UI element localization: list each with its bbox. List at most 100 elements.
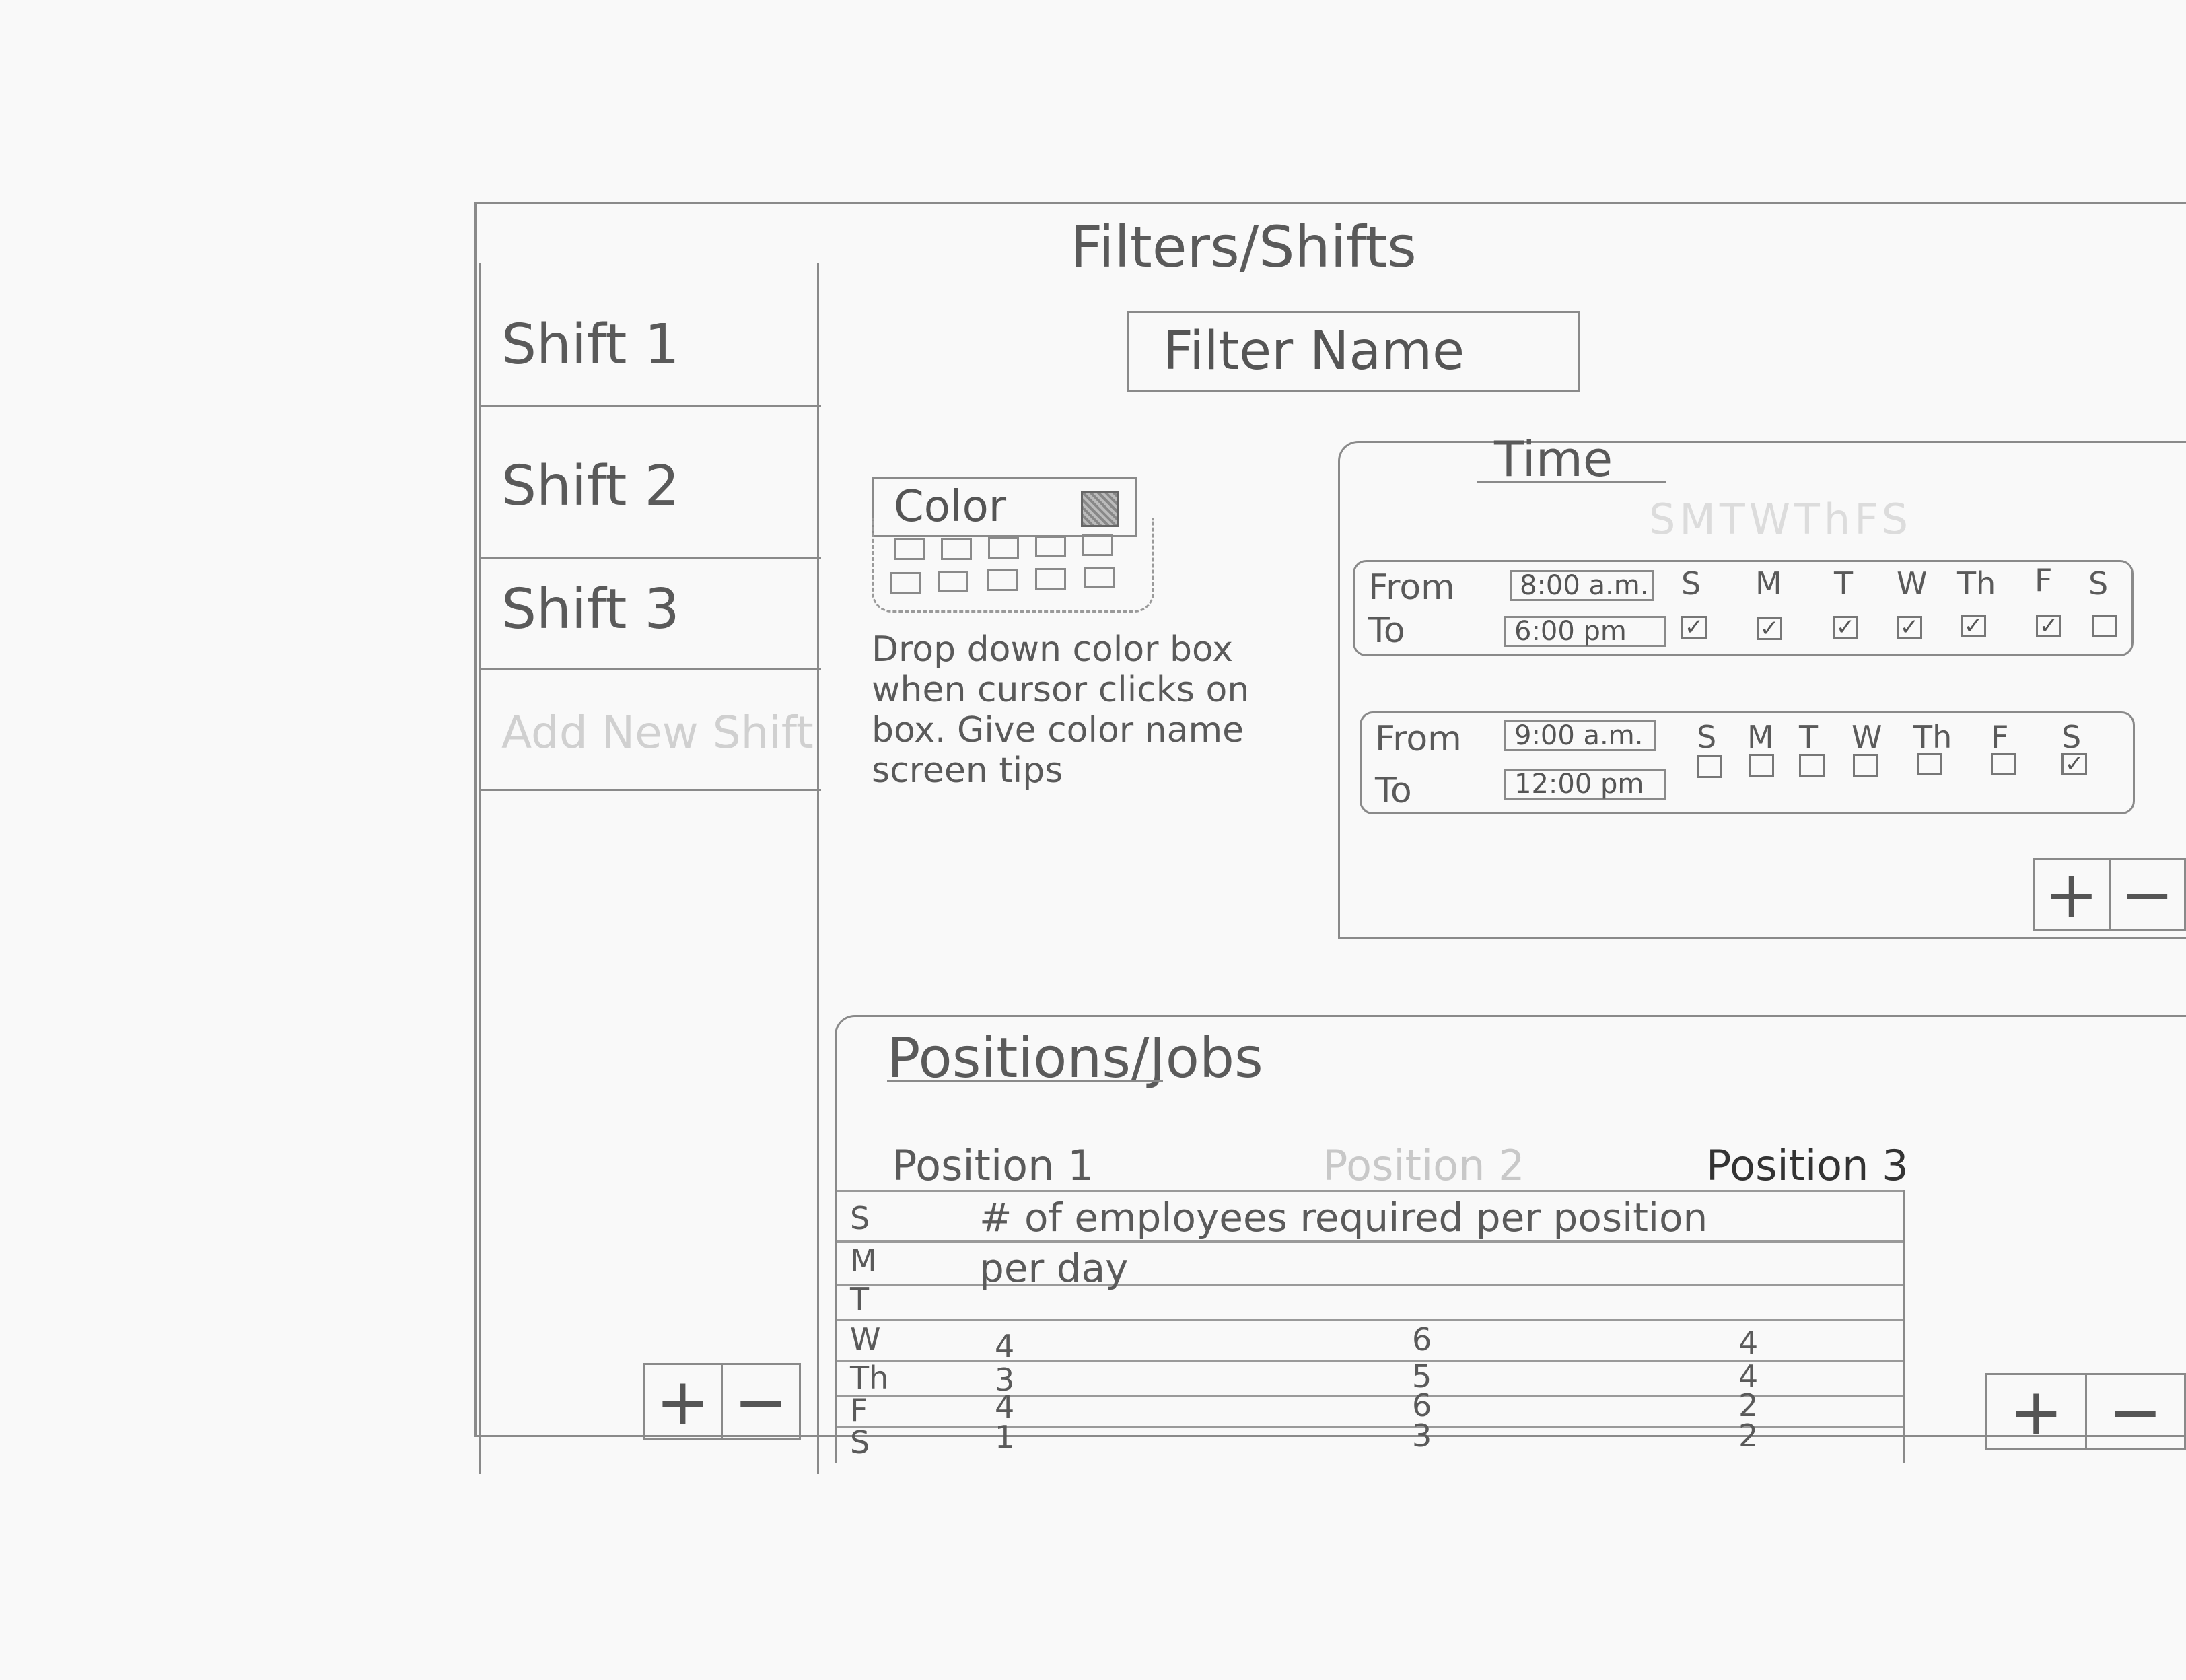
employee-count-cell[interactable]: 3: [995, 1362, 1015, 1398]
day-checkbox-friday[interactable]: [1991, 753, 2016, 775]
position-column-2[interactable]: Position 2: [1323, 1141, 1525, 1190]
row-divider: [837, 1190, 1903, 1192]
shift-item-3[interactable]: Shift 3: [481, 559, 821, 670]
position-column-1[interactable]: Position 1: [892, 1141, 1094, 1190]
time-range-add-remove-controls: + −: [2033, 857, 2186, 932]
color-swatch[interactable]: [1082, 534, 1113, 556]
day-label: W: [1897, 565, 1928, 602]
day-label: S: [2088, 565, 2109, 602]
day-label: S: [1681, 565, 1701, 602]
day-checkbox-sunday[interactable]: [1697, 755, 1722, 778]
employee-count-cell[interactable]: 3: [1412, 1418, 1432, 1454]
time-range-2: From To 9:00 a.m. 12:00 pm S M T W Th F …: [1360, 711, 2135, 814]
day-checkbox-tuesday[interactable]: ✓: [1833, 616, 1858, 639]
employee-count-cell[interactable]: 4: [995, 1389, 1015, 1425]
day-checkbox-thursday[interactable]: [1917, 753, 1942, 775]
shift-item-2[interactable]: Shift 2: [481, 407, 821, 559]
title-underline: [1477, 481, 1666, 483]
to-label: To: [1368, 610, 1405, 651]
title-underline: [887, 1080, 1163, 1082]
employee-count-cell[interactable]: 6: [1412, 1321, 1432, 1358]
to-time-input[interactable]: 12:00 pm: [1504, 769, 1666, 800]
shift-item-label: Shift 2: [501, 454, 680, 518]
employee-count-cell[interactable]: 2: [1738, 1387, 1759, 1424]
day-label: Th: [1913, 719, 1952, 755]
add-shift-button[interactable]: +: [656, 1364, 710, 1440]
row-divider: [837, 1284, 1903, 1286]
add-new-shift-label: Add New Shift: [501, 707, 814, 759]
color-annotation-note: Drop down color box when cursor clicks o…: [872, 629, 1250, 791]
from-time-value: 8:00 a.m.: [1520, 570, 1649, 601]
row-divider: [837, 1240, 1903, 1242]
from-time-input[interactable]: 8:00 a.m.: [1510, 570, 1654, 601]
day-checkbox-monday[interactable]: ✓: [1757, 617, 1782, 640]
color-swatch[interactable]: [941, 538, 972, 560]
day-row-label: S: [850, 1424, 870, 1461]
day-checkbox-wednesday[interactable]: ✓: [1897, 616, 1922, 639]
employee-count-cell[interactable]: 4: [995, 1328, 1015, 1364]
remove-position-button[interactable]: −: [2084, 1374, 2185, 1450]
remove-shift-button[interactable]: −: [721, 1364, 799, 1440]
day-checkbox-saturday[interactable]: [2092, 615, 2117, 637]
color-swatch[interactable]: [987, 569, 1018, 591]
day-row-label: T: [850, 1281, 870, 1317]
color-swatch[interactable]: [938, 571, 968, 592]
day-label: S: [2061, 719, 2082, 755]
day-label: Th: [1957, 565, 1996, 602]
time-panel: [1338, 441, 2186, 939]
filter-name-input[interactable]: Filter Name: [1127, 311, 1580, 392]
shift-item-1[interactable]: Shift 1: [481, 262, 821, 407]
filter-name-placeholder: Filter Name: [1163, 321, 1465, 382]
day-checkbox-thursday[interactable]: ✓: [1961, 615, 1986, 637]
positions-description-line-1: # of employees required per position: [979, 1195, 1708, 1240]
employee-count-cell[interactable]: 2: [1738, 1418, 1759, 1454]
day-label: T: [1834, 565, 1854, 602]
day-checkbox-sunday[interactable]: ✓: [1681, 616, 1707, 639]
employee-count-cell[interactable]: 1: [995, 1419, 1015, 1455]
day-row-label: Th: [850, 1360, 889, 1396]
color-swatch[interactable]: [1035, 568, 1066, 590]
employee-count-cell[interactable]: 4: [1738, 1325, 1759, 1361]
day-label: M: [1747, 719, 1774, 755]
day-checkbox-saturday[interactable]: ✓: [2061, 753, 2087, 775]
color-dropdown-button[interactable]: Color: [872, 477, 1137, 537]
to-time-input[interactable]: 6:00 pm: [1504, 616, 1666, 647]
remove-time-range-button[interactable]: −: [2108, 857, 2185, 932]
to-time-value: 6:00 pm: [1514, 616, 1627, 647]
add-new-shift-item[interactable]: Add New Shift: [481, 670, 821, 791]
employee-count-cell[interactable]: 4: [1738, 1358, 1759, 1395]
filters-shifts-window: [474, 202, 2186, 1437]
color-swatch[interactable]: [988, 537, 1019, 559]
to-label: To: [1375, 771, 1412, 811]
add-time-range-button[interactable]: +: [2044, 857, 2099, 932]
positions-description-line-2: per day: [979, 1245, 1129, 1291]
day-label: F: [2035, 562, 2053, 598]
employee-count-cell[interactable]: 5: [1412, 1358, 1432, 1395]
color-swatch[interactable]: [1035, 536, 1066, 557]
position-add-remove-controls: + −: [1985, 1373, 2186, 1450]
shift-list: Shift 1 Shift 2 Shift 3 Add New Shift: [479, 262, 821, 1474]
employee-count-cell[interactable]: 6: [1412, 1387, 1432, 1424]
day-checkbox-tuesday[interactable]: [1799, 754, 1825, 777]
color-swatch[interactable]: [894, 538, 925, 560]
window-title: Filters/Shifts: [1070, 214, 1417, 280]
add-position-button[interactable]: +: [2009, 1374, 2064, 1450]
day-label: S: [1697, 719, 1717, 755]
from-time-input[interactable]: 9:00 a.m.: [1504, 720, 1656, 751]
color-swatch[interactable]: [1084, 567, 1115, 588]
shift-item-label: Shift 1: [501, 313, 680, 377]
day-label: M: [1755, 565, 1782, 602]
row-divider: [837, 1319, 1903, 1321]
color-label: Color: [894, 482, 1007, 532]
day-checkbox-friday[interactable]: ✓: [2036, 615, 2061, 637]
day-row-label: F: [850, 1392, 868, 1428]
position-column-3[interactable]: Position 3: [1706, 1141, 1909, 1190]
day-checkbox-wednesday[interactable]: [1853, 754, 1878, 777]
shift-add-remove-controls: + −: [643, 1363, 801, 1440]
time-range-1: From To 8:00 a.m. 6:00 pm S M T W Th F S…: [1353, 560, 2134, 656]
color-swatch[interactable]: [890, 572, 921, 594]
selected-color-swatch: [1081, 491, 1119, 527]
time-panel-title: Time: [1494, 431, 1613, 487]
day-label: T: [1799, 719, 1819, 755]
day-checkbox-monday[interactable]: [1749, 754, 1774, 777]
